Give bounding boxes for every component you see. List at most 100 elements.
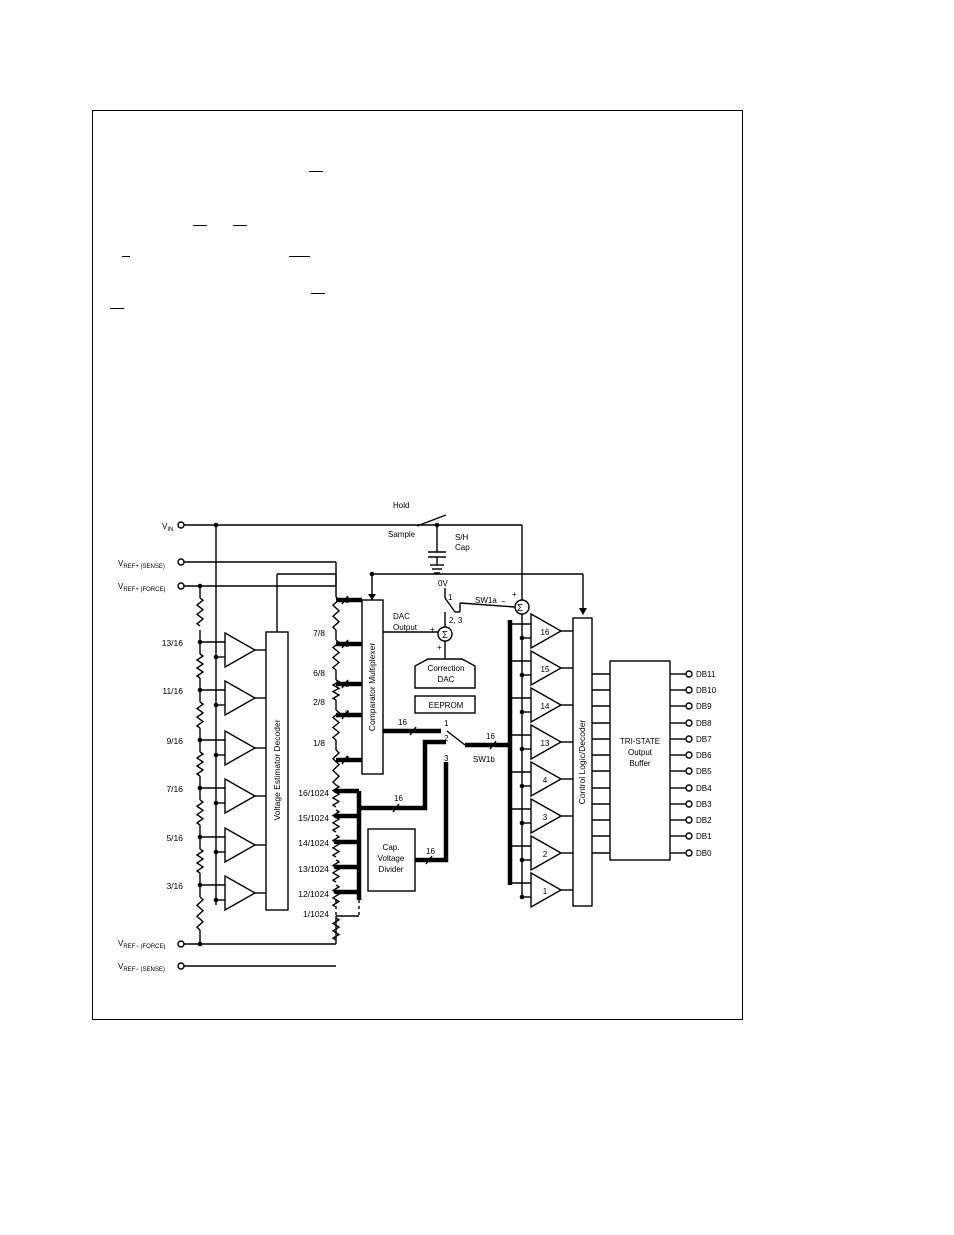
junction-dot [519, 820, 525, 826]
text-overline-1 [309, 171, 323, 172]
summing-junction [514, 599, 530, 615]
terminal-pin [177, 558, 185, 566]
junction-dot [197, 737, 203, 743]
resistor [195, 597, 205, 627]
sw1b-position-3: 3 [444, 754, 449, 763]
bus-width-label: 16 [486, 732, 495, 741]
bus-width-label: 8 [345, 596, 350, 605]
comparator-number: 15 [541, 665, 550, 674]
terminal-pin [685, 735, 693, 743]
text-overline-6 [311, 293, 325, 294]
sum-dac-plus-left: + [430, 625, 435, 634]
terminal-pin [685, 784, 693, 792]
junction-dot [213, 654, 219, 660]
wire [459, 602, 516, 608]
junction-dot [519, 783, 525, 789]
hold-switch [416, 514, 447, 527]
resistor [195, 653, 205, 679]
junction-dot [333, 889, 339, 895]
junction-dot [333, 864, 339, 870]
comparator [224, 874, 257, 912]
comparator [224, 826, 257, 864]
resistor [331, 784, 341, 808]
hold-label: Hold [393, 501, 409, 510]
tap-fine-label: 1/1024 [303, 909, 329, 919]
sh-cap-label: Cap [455, 543, 470, 552]
junction-dot [213, 522, 219, 528]
junction-dot [197, 941, 203, 947]
comparator [224, 777, 257, 815]
resistor [195, 896, 205, 931]
resistor [331, 917, 341, 941]
voltage-estimator-label: Voltage Estimator Decoder [272, 719, 282, 820]
tap-mid-label: 2/8 [313, 697, 325, 707]
resistor [331, 809, 341, 833]
output-pin-label: DB3 [696, 800, 712, 809]
fine-to-sw [359, 739, 446, 811]
output-pin-label: DB4 [696, 784, 712, 793]
comparator-number: 4 [543, 776, 548, 785]
figure-frame [92, 110, 743, 1020]
junction-dot [213, 800, 219, 806]
cap-divider-label: Voltage [378, 854, 405, 863]
control-logic-label: Control Logic/Decoder [577, 720, 587, 805]
terminal-pin [685, 751, 693, 759]
vref-minus-sense-label: VREF− (SENSE) [118, 962, 165, 973]
terminal-pin [685, 686, 693, 694]
comparator [530, 760, 563, 798]
output-pin-label: DB9 [696, 702, 712, 711]
junction-dot [197, 882, 203, 888]
sw1b-label: SW1b [473, 755, 495, 764]
bus-width-label: 16 [398, 718, 407, 727]
junction-dot [519, 709, 525, 715]
resistor [195, 848, 205, 874]
comparator [530, 834, 563, 872]
comparator-multiplexer [361, 599, 384, 775]
terminal-pin [685, 670, 693, 678]
text-overline-7 [110, 308, 124, 309]
junction-dot [213, 702, 219, 708]
text-overline-3 [233, 225, 247, 226]
comparator [224, 729, 257, 767]
junction-dot [333, 813, 339, 819]
resistor [331, 749, 341, 786]
comparator [224, 631, 257, 669]
bus-width-label: 16 [394, 794, 403, 803]
comparator-number: 2 [543, 850, 548, 859]
tap-left-label: 13/16 [162, 638, 184, 648]
junction-dot [519, 857, 525, 863]
vin-label: VIN [162, 522, 173, 533]
junction-dot [197, 583, 203, 589]
sw1a-switch [444, 597, 456, 613]
zero-volt-label: 0V [438, 579, 448, 588]
comparator [530, 649, 563, 687]
comparator [530, 871, 563, 909]
comparator [224, 679, 257, 717]
junction-dot [519, 635, 525, 641]
output-pin-label: DB7 [696, 735, 712, 744]
junction-dot [197, 834, 203, 840]
cap-voltage-divider [367, 828, 416, 892]
sw1a-label: SW1a [475, 596, 497, 605]
terminal-pin [685, 702, 693, 710]
output-pin-label: DB10 [696, 686, 717, 695]
sw1a-minus: − [501, 597, 506, 606]
junction-dot [519, 746, 525, 752]
tri-state-output-buffer [609, 660, 671, 861]
junction-dot [213, 897, 219, 903]
output-pin-label: DB1 [696, 832, 712, 841]
correction-dac [414, 658, 476, 689]
resistor [195, 701, 205, 729]
output-buffer-label: Buffer [629, 759, 651, 768]
output-pin-label: DB0 [696, 849, 712, 858]
terminal-pin [177, 962, 185, 970]
bus-width-label: 8 [345, 755, 350, 764]
control-logic-decoder [572, 617, 593, 907]
terminal-pin [685, 816, 693, 824]
junction-dot [197, 687, 203, 693]
tap-mid-label: 6/8 [313, 668, 325, 678]
sw1a-position-1: 1 [448, 593, 453, 602]
sw1b-switch [446, 730, 466, 746]
tap-left-label: 5/16 [166, 833, 183, 843]
sh-cap-label: S/H [455, 533, 469, 542]
